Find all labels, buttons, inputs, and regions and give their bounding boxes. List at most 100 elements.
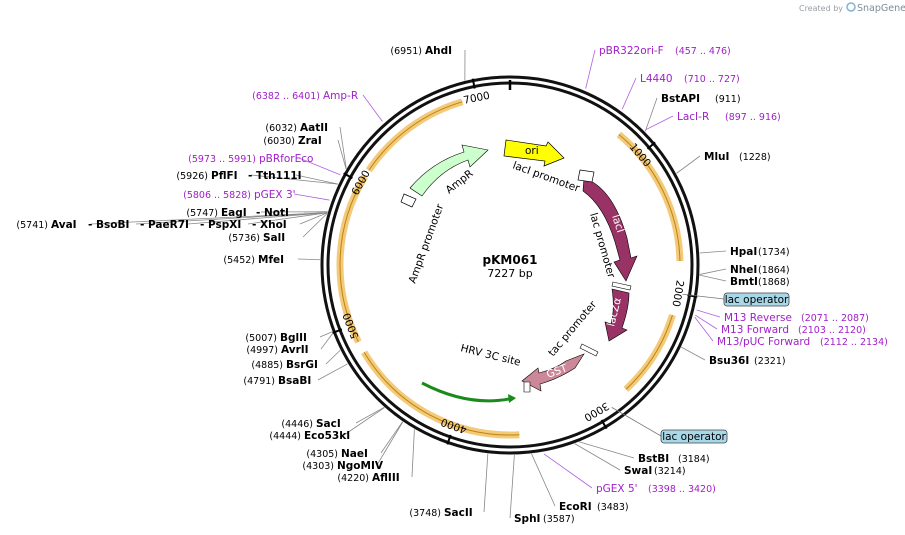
leader-line [694,316,714,342]
lac-operator-leader [611,407,662,437]
enzyme-bsu36i-name: Bsu36I [709,355,749,367]
enzyme-mfei-name: MfeI [258,254,284,266]
primer-m13-forward-position: (2103 .. 2120) [798,325,866,336]
primer-pgex-3--position: (5806 .. 5828) [183,190,251,201]
enzyme-bmti-position: (1868) [758,277,790,288]
primer-l4440-position: (710 .. 727) [684,74,740,85]
enzyme-sacii-position: (3748) [409,508,441,519]
enzyme-pflfi-name: PflFI [211,170,238,182]
leader-line [644,97,658,132]
enzyme-afliii-position: (4220) [337,473,369,484]
primer-m13-forward-name: M13 Forward [721,324,789,336]
leader-line [325,349,341,365]
label-separator: - [256,207,260,219]
hrv-3c-arrowhead [508,394,516,403]
lac-operator-box-1 [723,292,790,307]
enzyme-aatii-position: (6032) [265,123,297,134]
lacZ-alpha-feature [604,288,630,342]
orf-arc-core [363,352,520,436]
label-separator: - [248,170,252,182]
primer-pgex-3--name: pGEX 3' [254,189,296,201]
leader-line [681,346,706,361]
ori-label: ori [525,145,539,157]
enzyme-nhei-position: (1864) [758,265,790,276]
leader-line [320,333,334,350]
lacI-promoter-icon [577,169,595,183]
ampR-label: AmpR [443,168,475,197]
enzyme-tth111i-name: Tth111I [256,170,301,182]
leader-line [317,363,348,381]
ampR-feature [409,144,489,197]
orf-arc-core [339,176,366,343]
leader-line [699,268,727,275]
tick-mark [332,328,343,334]
enzyme-afliii-name: AflIII [372,472,400,484]
ori-feature [503,139,565,167]
enzyme-bglii-name: BglII [280,332,307,344]
enzyme-noti-name: NotI [264,207,289,219]
credit-brand: SnapGene [857,3,905,14]
hrv-3c-site-label: HRV 3C site [459,342,522,369]
leader-line [509,454,515,519]
enzyme-saci-position: (4446) [281,419,313,430]
primer-pbrforeco-position: (5973 .. 5991) [188,154,256,165]
enzyme-paer7i-name: PaeR7I [148,219,189,231]
enzyme-bsu36i-position: (2321) [754,356,786,367]
ampR-promoter-label: AmpR promoter [407,202,447,285]
leader-line [293,193,330,201]
lac-operator-box-2 [660,429,728,444]
primer-m13-puc-forward-position: (2112 .. 2134) [820,337,888,348]
enzyme-aatii-name: AatII [300,122,328,134]
enzyme-ecori-name: EcoRI [559,501,592,513]
primer-pgex-5--name: pGEX 5' [596,483,638,495]
enzyme-ngomiv-name: NgoMIV [337,460,384,472]
primer-l4440-name: L4440 [640,73,673,85]
snapgene-logo-icon [846,2,856,12]
enzyme-sacii-name: SacII [444,507,473,519]
plasmid-name: pKM061 [483,253,538,267]
leader-line [579,441,635,459]
enzyme-sali-position: (5736) [228,233,260,244]
leader-line [90,212,328,225]
enzyme-sali-name: SalI [263,232,285,244]
enzyme-naei-name: NaeI [341,448,368,460]
leader-line [695,314,718,330]
enzyme-bstbi-position: (3184) [678,454,710,465]
enzyme-bsrgi-position: (4885) [251,360,283,371]
enzyme-mlui-position: (1228) [739,152,771,163]
tick-mark [646,141,656,150]
label-separator: - [140,219,144,231]
enzyme-pflfi-position: (5926) [176,171,208,182]
leader-line [376,421,404,466]
leader-line [297,258,321,261]
leader-line [380,421,403,454]
leader-line [483,453,489,513]
plasmid-size: 7227 bp [487,267,532,280]
enzyme-bstapi-position: (911) [715,94,741,105]
leader-line [699,274,727,282]
orf-arc [623,313,676,392]
enzyme-eagi-name: EagI [221,207,247,219]
leader-line [585,49,596,89]
backbone-outer [320,75,700,455]
primer-laci-r-position: (897 .. 916) [725,112,781,123]
enzyme-eagi-position: (5747) [186,208,218,219]
enzyme-ahdi-name: AhdI [425,45,452,57]
enzyme-xhoi-name: XhoI [260,219,287,231]
enzyme-hpai-position: (1734) [758,247,790,258]
leader-line [645,115,674,130]
primer-pbr322ori-f-name: pBR322ori-F [599,45,664,57]
leader-line [574,443,621,471]
ampR-promoter-icon [400,193,417,208]
enzyme-bsrgi-name: BsrGI [286,359,318,371]
enzyme-bmti-name: BmtI [730,276,758,288]
orf-arc-core [625,314,673,390]
leader-lines [90,49,727,519]
enzyme-avrii-name: AvrII [281,344,309,356]
primer-amp-r-position: (6382 .. 6401) [252,91,320,102]
leader-line [343,407,385,436]
leader-line [250,174,339,185]
tick-label: 4000 [439,415,468,435]
leader-line [299,212,328,225]
enzyme-zrai-name: ZraI [298,135,322,147]
